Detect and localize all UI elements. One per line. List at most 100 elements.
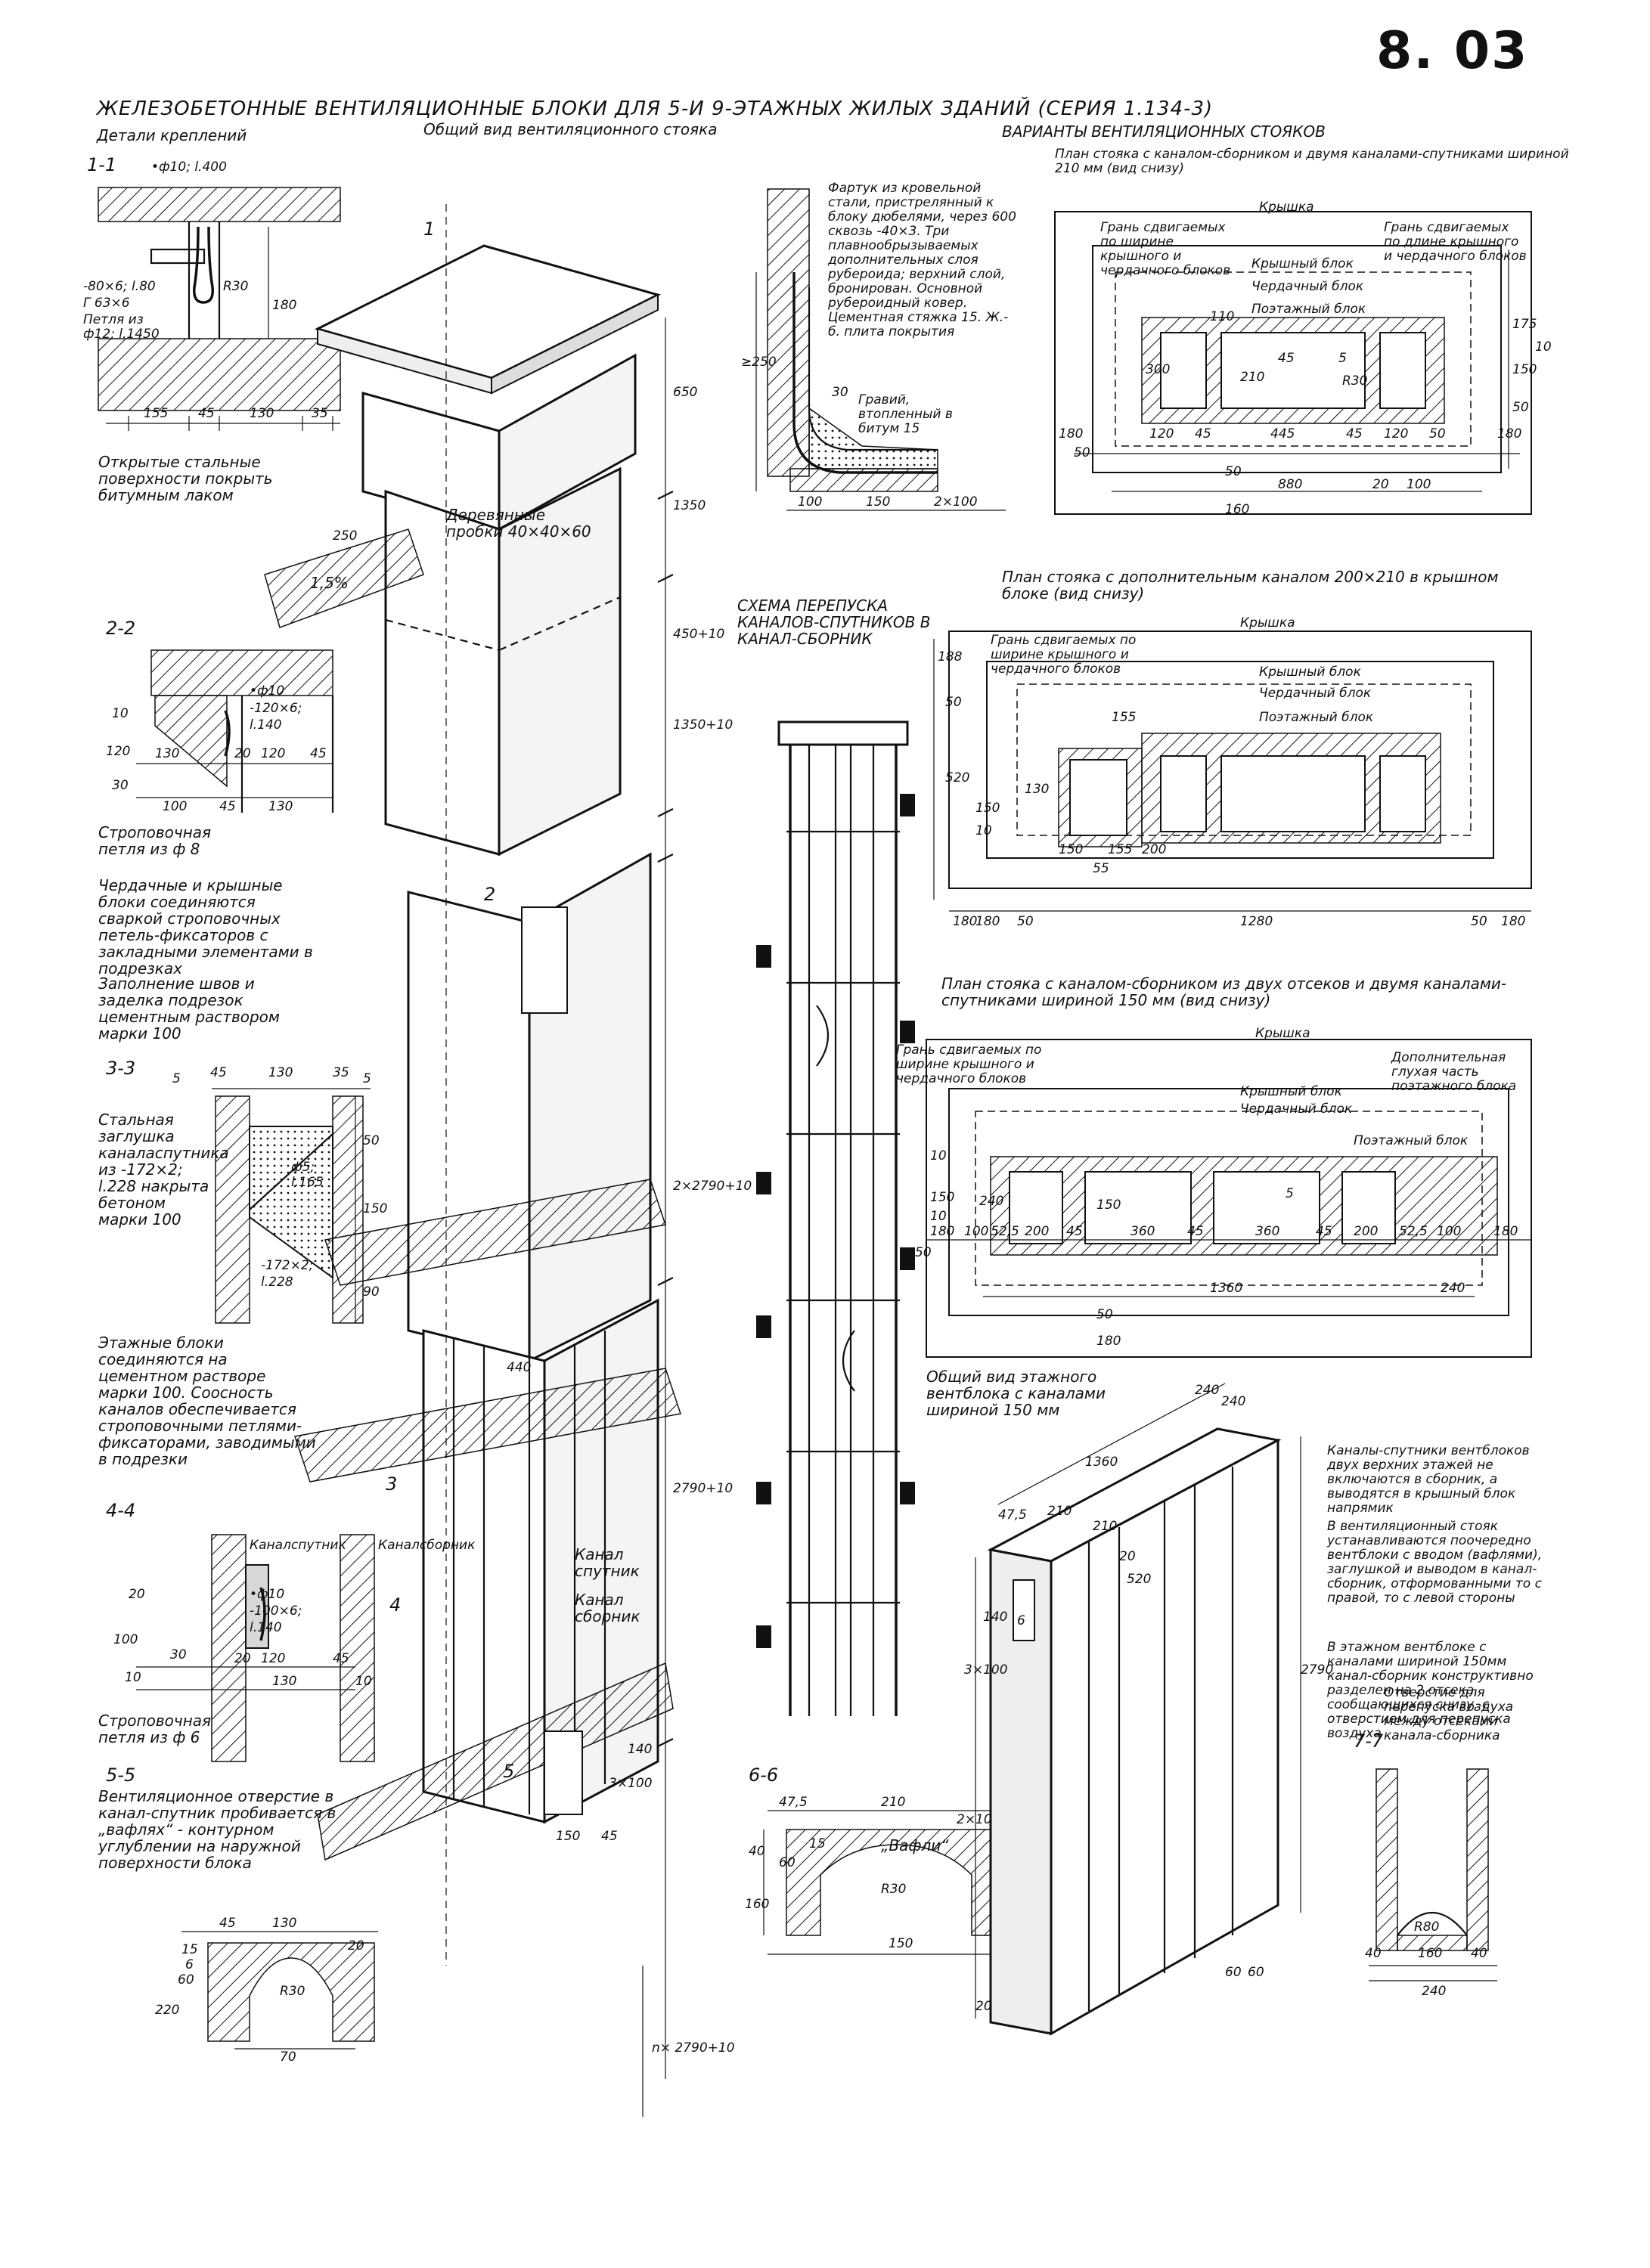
general-view-heading: Общий вид вентиляционного стояка — [423, 120, 718, 138]
section-2-2-drawing — [136, 649, 334, 813]
flashing-note: Фартук из кровельной стали, пристрелянны… — [828, 181, 1016, 339]
s77-dim-r80: R80 — [1414, 1919, 1440, 1935]
s22-dim-120: 120 — [261, 746, 286, 761]
plan1-dim-10: 10 — [1535, 339, 1552, 355]
s44-dim-100: 100 — [113, 1632, 138, 1647]
section-7-7-drawing — [1369, 1768, 1497, 1981]
plan1-dim-50c: 50 — [1225, 464, 1242, 479]
s11-dim-35: 35 — [312, 406, 328, 421]
plan2-dim-150: 150 — [975, 801, 1000, 816]
page-number: 8. 03 — [1376, 21, 1529, 81]
s44-dim-30: 30 — [170, 1647, 187, 1662]
plan3-label-roof-block: Крышный блок — [1240, 1084, 1342, 1099]
plan1-dim-175: 175 — [1512, 317, 1537, 332]
plan3-dim-200b: 200 — [1354, 1224, 1379, 1239]
s22-callout-plate: -120×6; — [250, 701, 302, 716]
plan2-dim-155b: 155 — [1108, 842, 1133, 857]
center-dim-2x2790: 2×2790+10 — [673, 1179, 752, 1194]
flashing-dim-150: 150 — [866, 494, 891, 510]
plan2-dim-55: 55 — [1093, 861, 1109, 876]
plan3-dim-360b: 360 — [1255, 1224, 1280, 1239]
plan3-dim-45a: 45 — [1066, 1224, 1083, 1239]
floor-blocks-note: Этажные блоки соединяются на цементном р… — [98, 1334, 316, 1468]
plan1-dim-180a: 180 — [1059, 426, 1084, 442]
s33-note: Стальная заглушка каналаспутника из -172… — [98, 1111, 229, 1228]
plan1-dim-r30: R30 — [1342, 373, 1368, 389]
center-dim-1350: 1350 — [673, 498, 706, 513]
plan1-dim-20: 20 — [1372, 477, 1389, 492]
section-4-4-drawing — [136, 1534, 375, 1762]
s33-dim-130: 130 — [268, 1065, 293, 1080]
s44-callout-rod: •ф10 — [250, 1587, 285, 1602]
plan-2-drawing — [933, 631, 1532, 912]
s55-note: Вентиляционное отверстие в канал-спутник… — [98, 1787, 337, 1872]
variants-heading: ВАРИАНТЫ ВЕНТИЛЯЦИОННЫХ СТОЯКОВ — [1002, 122, 1326, 141]
s33-callout-rod: ф5; — [291, 1160, 315, 1175]
fb-dim-520: 520 — [1127, 1572, 1152, 1587]
s55-dim-60: 60 — [178, 1972, 194, 1988]
plan3-dim-10b: 10 — [930, 1209, 947, 1224]
bypass-heading: СХЕМА ПЕРЕПУСКА КАНАЛОВ-СПУТНИКОВ В КАНА… — [737, 596, 931, 648]
plan2-label-cover: Крышка — [1240, 615, 1295, 631]
plan-3-drawing — [926, 1039, 1532, 1358]
plan2-dim-180a: 180 — [953, 914, 978, 929]
plan1-label-length-face: Грань сдвигаемых по длине крышного и чер… — [1384, 220, 1527, 264]
s22-dim-120b: 120 — [106, 744, 131, 759]
plan3-dim-180a: 180 — [930, 1224, 955, 1239]
flashing-dim-2x100: 2×100 — [934, 494, 978, 510]
s66-label-waffle: „Вафли“ — [881, 1836, 949, 1854]
plan3-dim-180c: 180 — [1096, 1334, 1121, 1349]
bypass-scheme-drawing — [756, 720, 915, 1716]
plan2-dim-50b: 50 — [1471, 914, 1487, 929]
fb-dim-6: 6 — [1017, 1613, 1025, 1628]
fb-dim-140: 140 — [983, 1610, 1008, 1625]
plan2-label-attic-block: Чердачный блок — [1259, 686, 1372, 701]
plan1-dim-150: 150 — [1512, 362, 1537, 377]
center-dim-650: 650 — [673, 385, 698, 400]
fb-dim-3x100: 3×100 — [964, 1662, 1008, 1678]
plan3-dim-5: 5 — [1286, 1186, 1294, 1201]
s11-callout-angle: Г 63×6 — [83, 296, 130, 311]
note-1: Каналы-спутники вентблоков двух верхних … — [1327, 1443, 1530, 1516]
plan1-label-width-face: Грань сдвигаемых по ширине крышного и че… — [1100, 220, 1231, 278]
s22-dim-130b: 130 — [268, 799, 293, 814]
s33-dim-50: 50 — [363, 1133, 380, 1148]
plan1-dim-880: 880 — [1278, 477, 1303, 492]
section-mark-4: 4 — [389, 1594, 402, 1616]
label-slope: 1,5% — [310, 574, 349, 592]
s55-dim-6: 6 — [185, 1957, 194, 1972]
details-heading: Детали креплений — [97, 126, 247, 144]
s44-dim-45: 45 — [333, 1651, 349, 1666]
plan3-dim-52a: 52,5 — [991, 1224, 1019, 1239]
note-3: В этажном вентблоке с каналами шириной 1… — [1327, 1640, 1534, 1741]
flashing-dim-250: ≥250 — [741, 355, 777, 370]
label-channel-collector: Канал сборник — [575, 1591, 640, 1625]
plan1-dim-45c: 45 — [1278, 351, 1295, 366]
s55-dim-45: 45 — [219, 1916, 236, 1931]
plan3-dim-240b: 240 — [979, 1194, 1004, 1209]
fb-dim-210a: 210 — [1047, 1504, 1072, 1519]
gravel-note: Гравий, втопленный в битум 15 — [858, 392, 953, 436]
s11-dim-130: 130 — [250, 406, 274, 421]
plan1-dim-180b: 180 — [1497, 426, 1522, 442]
flashing-dim-100: 100 — [798, 494, 823, 510]
s33-dim-5a: 5 — [172, 1071, 181, 1086]
floor-block-isometric — [975, 1383, 1301, 2036]
section-mark-3: 3 — [386, 1473, 398, 1495]
plan2-heading: План стояка с дополнительным каналом 200… — [1002, 568, 1499, 603]
section-6-6-label: 6-6 — [749, 1765, 779, 1786]
plan1-label-attic-block: Чердачный блок — [1251, 279, 1364, 294]
fb-dim-240a: 240 — [1195, 1383, 1220, 1398]
s77-dim-40b: 40 — [1471, 1946, 1487, 1961]
plan3-dim-10a: 10 — [930, 1148, 947, 1163]
plan3-dim-200a: 200 — [1025, 1224, 1050, 1239]
s11-callout-rod: •ф10; l.400 — [151, 160, 227, 175]
s44-dim-20b: 20 — [234, 1651, 251, 1666]
plan-1-drawing — [1054, 211, 1532, 515]
flashing-dim-30: 30 — [832, 385, 848, 400]
plan2-label-roof-block: Крышный блок — [1259, 665, 1361, 680]
plan1-dim-45a: 45 — [1195, 426, 1211, 442]
s33-callout-rodlen: l.165 — [291, 1175, 324, 1190]
s44-label-collector: Каналсборник — [378, 1538, 476, 1553]
